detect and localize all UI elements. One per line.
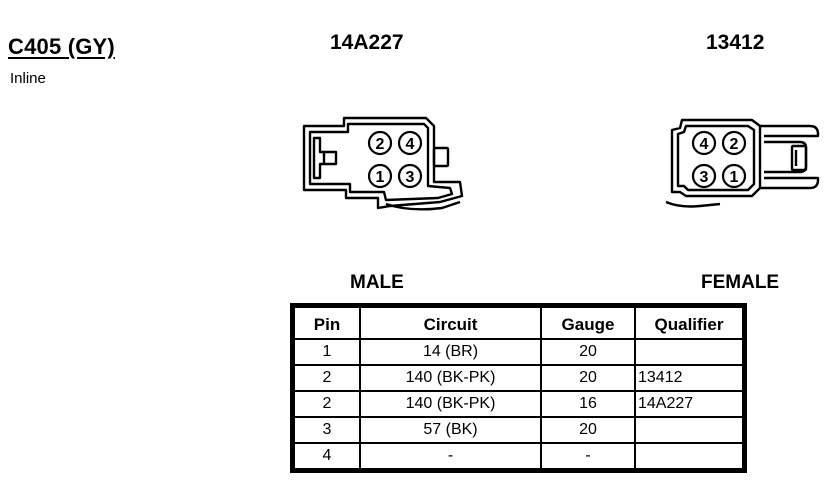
header-circuit: Circuit — [359, 306, 542, 340]
cell-circuit: 57 (BK) — [359, 416, 542, 444]
cell-qualifier — [634, 416, 744, 444]
female-pin-number: 4 — [700, 136, 709, 153]
male-pin-number: 3 — [406, 169, 415, 186]
male-pin-2: 2 — [367, 130, 393, 156]
female-pin-circle — [691, 163, 717, 189]
male-pin-circle — [397, 163, 423, 189]
female-pin-4: 4 — [691, 130, 717, 156]
table-row: 4 - - — [293, 442, 744, 470]
female-latch-top — [760, 124, 820, 138]
female-pin-circle — [721, 163, 747, 189]
female-connector-diagram: 4 2 3 1 — [665, 118, 820, 208]
cell-gauge: 16 — [540, 390, 636, 418]
female-housing-inner — [676, 124, 756, 192]
male-pin-1: 1 — [367, 163, 393, 189]
female-pin-2: 2 — [721, 130, 747, 156]
pin-table-frame: Pin Circuit Gauge Qualifier 1 14 (BR) 20… — [290, 303, 747, 473]
table-row: 2 140 (BK-PK) 20 13412 — [293, 364, 744, 392]
cell-gauge: 20 — [540, 338, 636, 366]
cell-circuit: 140 (BK-PK) — [359, 390, 542, 418]
female-latch-bottom — [760, 176, 820, 190]
male-pin-circle — [397, 130, 423, 156]
female-pin-number: 1 — [730, 169, 739, 186]
female-pin-number: 2 — [730, 136, 739, 153]
table-row: 3 57 (BK) 20 — [293, 416, 744, 444]
male-connector-diagram: 2 4 1 3 — [302, 116, 464, 211]
cell-circuit: 140 (BK-PK) — [359, 364, 542, 392]
male-part-number: 14A227 — [330, 31, 404, 54]
male-pin-number: 1 — [376, 169, 385, 186]
female-label: FEMALE — [701, 272, 780, 293]
male-housing-outline — [302, 116, 464, 210]
male-latch — [312, 136, 338, 180]
cell-gauge: 20 — [540, 364, 636, 392]
female-pin-number: 3 — [700, 169, 709, 186]
table-header-row: Pin Circuit Gauge Qualifier — [293, 306, 744, 340]
female-housing-outline — [670, 118, 762, 198]
connector-id: C405 (GY) — [8, 34, 115, 59]
male-pin-3: 3 — [397, 163, 423, 189]
cell-circuit: 14 (BR) — [359, 338, 542, 366]
cell-qualifier — [634, 338, 744, 366]
header-gauge: Gauge — [540, 306, 636, 340]
table-row: 1 14 (BR) 20 — [293, 338, 744, 366]
table-row: 2 140 (BK-PK) 16 14A227 — [293, 390, 744, 418]
cell-qualifier — [634, 442, 744, 470]
pin-table: Pin Circuit Gauge Qualifier 1 14 (BR) 20… — [293, 306, 744, 470]
female-pin-circle — [721, 130, 747, 156]
cell-qualifier: 13412 — [634, 364, 744, 392]
cell-pin: 4 — [293, 442, 361, 470]
cell-pin: 2 — [293, 390, 361, 418]
male-pin-4: 4 — [397, 130, 423, 156]
cell-pin: 1 — [293, 338, 361, 366]
male-label: MALE — [350, 272, 404, 293]
cell-pin: 2 — [293, 364, 361, 392]
female-pin-1: 1 — [721, 163, 747, 189]
connector-type: Inline — [10, 70, 46, 87]
cell-gauge: - — [540, 442, 636, 470]
cell-qualifier: 14A227 — [634, 390, 744, 418]
male-pin-circle — [367, 163, 393, 189]
female-part-number: 13412 — [706, 31, 765, 54]
cell-pin: 3 — [293, 416, 361, 444]
header-qualifier: Qualifier — [634, 306, 744, 340]
cell-gauge: 20 — [540, 416, 636, 444]
male-pin-number: 4 — [406, 136, 415, 153]
female-pin-circle — [691, 130, 717, 156]
male-housing-inner — [308, 122, 454, 202]
header-pin: Pin — [293, 306, 361, 340]
female-pin-3: 3 — [691, 163, 717, 189]
male-pin-circle — [367, 130, 393, 156]
cell-circuit: - — [359, 442, 542, 470]
male-pin-number: 2 — [376, 136, 385, 153]
